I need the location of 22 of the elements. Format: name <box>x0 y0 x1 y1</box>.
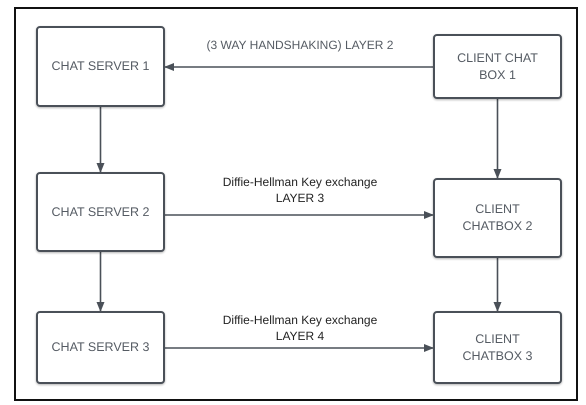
arrow <box>165 211 434 219</box>
edge-label: Diffie-Hellman Key exchange LAYER 4 <box>222 313 378 344</box>
box-label: CHAT SERVER 3 <box>50 339 150 356</box>
box-label: CLIENT CHATBOX 3 <box>462 330 534 364</box>
arrow <box>494 99 502 179</box>
process-box <box>433 34 562 99</box>
process-box <box>433 311 562 384</box>
process-box <box>36 26 165 107</box>
process-box <box>36 172 165 252</box>
arrow <box>165 344 434 352</box>
box-label: CHAT SERVER 1 <box>50 58 150 75</box>
box-label: CLIENT CHAT BOX 1 <box>456 50 539 84</box>
arrow <box>96 252 104 312</box>
arrow <box>96 107 104 173</box>
process-box <box>36 311 165 384</box>
edge-label: Diffie-Hellman Key exchange LAYER 3 <box>222 175 378 206</box>
edge-label: (3 WAY HANDSHAKING) LAYER 2 <box>206 38 394 54</box>
box-label: CLIENT CHATBOX 2 <box>462 201 534 235</box>
arrow <box>164 63 433 71</box>
arrow <box>494 258 502 312</box>
box-label: CHAT SERVER 2 <box>50 204 150 220</box>
process-box <box>433 178 562 258</box>
